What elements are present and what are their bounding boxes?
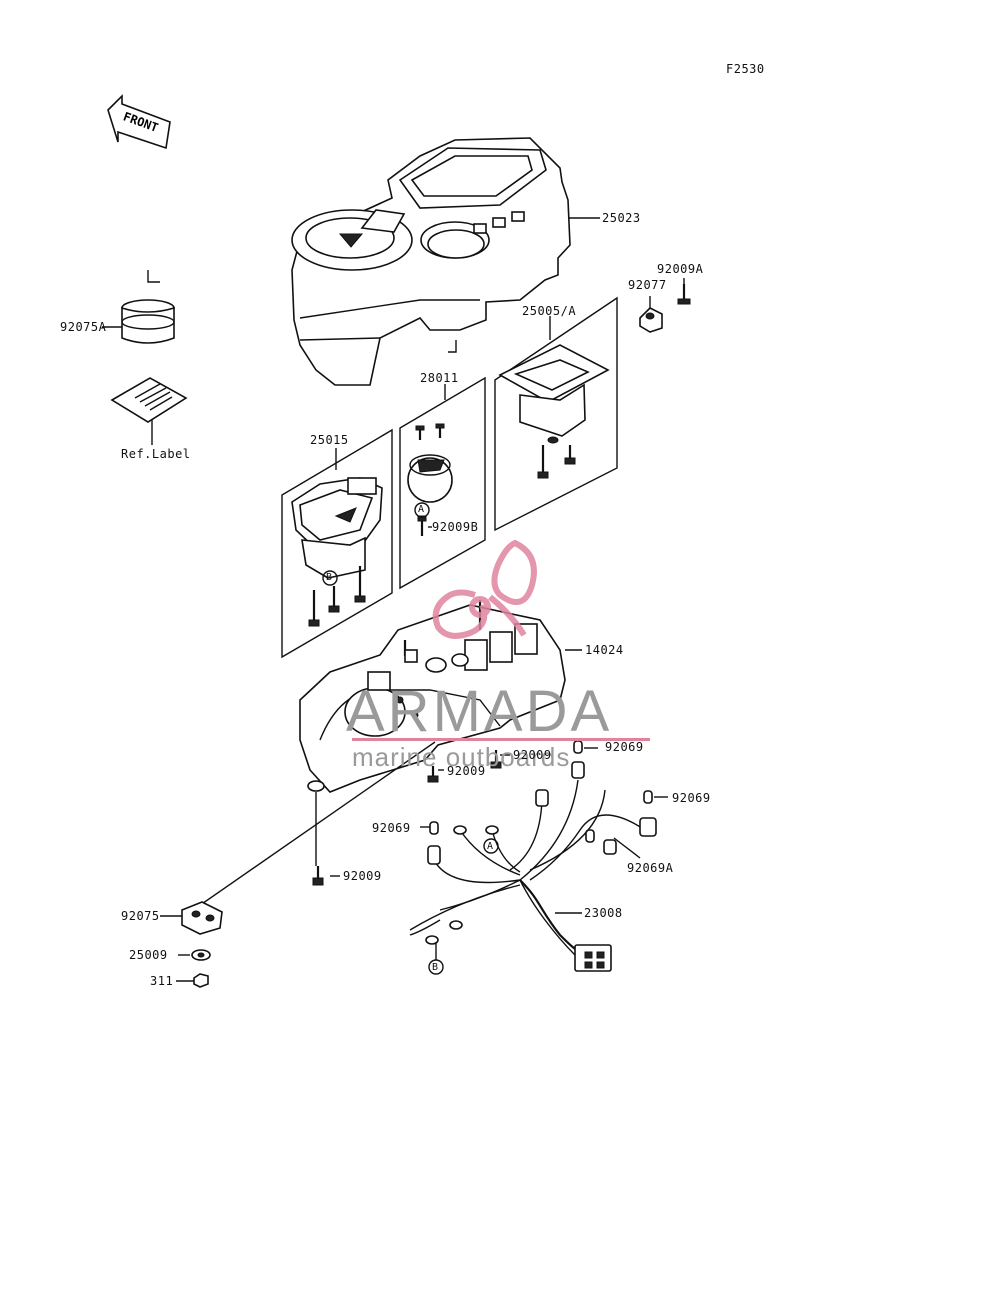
part-label-92069-3: 92069 (372, 821, 411, 835)
screw-92009-2-icon (427, 766, 439, 783)
screw-92009-3-icon (312, 866, 324, 886)
cap-92075A-icon (121, 270, 175, 344)
part-label-28011: 28011 (420, 371, 459, 385)
gauge-25005A-panel (494, 296, 618, 532)
part-label-92009B: 92009B (432, 520, 479, 534)
part-label-92075: 92075 (121, 909, 160, 923)
part-label-311: 311 (150, 974, 174, 988)
armada-logo-icon (432, 539, 537, 639)
marker-a-lower: A (487, 841, 494, 852)
part-label-25005A: 25005/A (522, 304, 577, 318)
figure-code: F2530 (726, 62, 765, 76)
part-label-92069-1: 92069 (605, 740, 644, 754)
wiring-harness-drawing (409, 761, 657, 972)
part-label-23008: 23008 (584, 906, 623, 920)
part-label-92077: 92077 (628, 278, 667, 292)
washer-25009-icon (191, 949, 211, 961)
ref-label-sheet-icon (110, 377, 188, 423)
marker-a-upper: A (418, 504, 425, 515)
part-label-14024: 14024 (585, 643, 624, 657)
part-label-92009-3: 92009 (343, 869, 382, 883)
bracket-92075-icon (181, 901, 223, 935)
watermark-brand: ARMADA (346, 679, 613, 744)
ref-label-text: Ref.Label (121, 447, 191, 461)
watermark-rule (352, 738, 650, 741)
part-label-25009: 25009 (129, 948, 168, 962)
part-label-25023: 25023 (602, 211, 641, 225)
gauge-25015-panel (281, 428, 393, 659)
part-label-25015: 25015 (310, 433, 349, 447)
marker-b-upper: B (326, 572, 333, 583)
meter-cover-drawing (291, 137, 571, 386)
part-label-92069A: 92069A (627, 861, 674, 875)
nut-311-icon (193, 973, 209, 988)
gauge-28011-panel (399, 376, 486, 590)
front-arrow-icon: FRONT (107, 94, 171, 150)
bulb-92069-2-icon (643, 790, 653, 804)
part-label-92075A: 92075A (60, 320, 107, 334)
grommet-92077-icon (639, 307, 663, 333)
screw-92009A-icon (677, 284, 691, 305)
watermark-tagline: marine outboards (352, 742, 571, 772)
meter-case-drawing (299, 600, 566, 793)
bulb-92069A-icon (585, 829, 595, 843)
part-label-92009-1: 92009 (513, 748, 552, 762)
part-label-92009-2: 92009 (447, 764, 486, 778)
part-label-92069-2: 92069 (672, 791, 711, 805)
bulb-92069-1-icon (573, 740, 583, 754)
screw-92009-1-icon (490, 750, 502, 769)
marker-b-lower: B (432, 962, 439, 973)
part-label-92009A: 92009A (657, 262, 704, 276)
bulb-92069-3-icon (429, 821, 439, 835)
